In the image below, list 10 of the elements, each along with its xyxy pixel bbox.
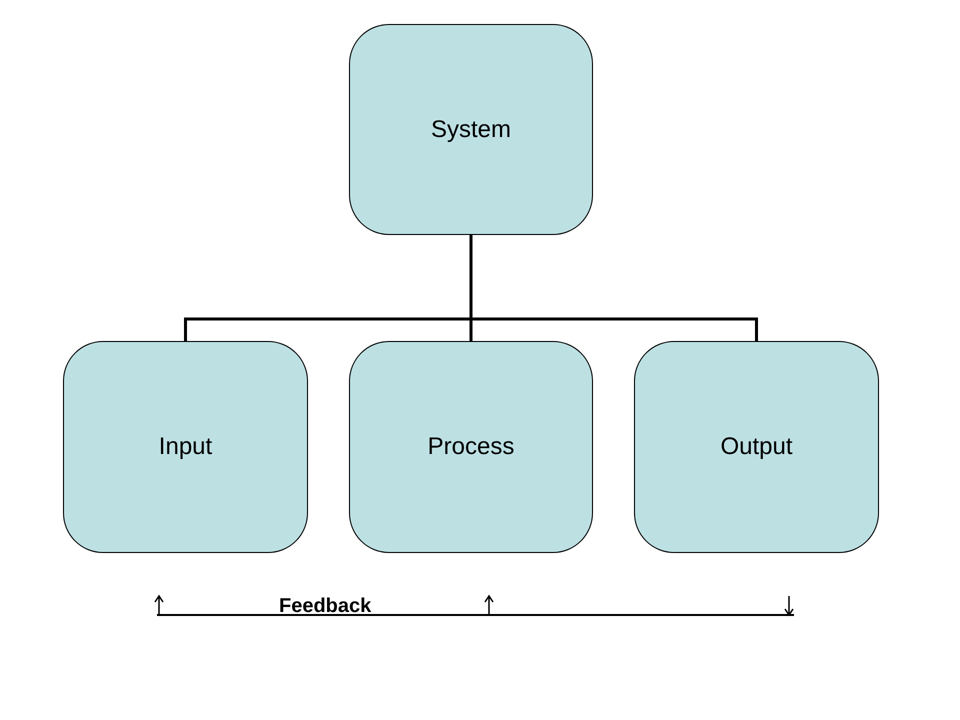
- feedback-label: Feedback: [279, 594, 372, 619]
- connector-line: [470, 235, 758, 341]
- rounded-box: [63, 341, 308, 553]
- rounded-box: [634, 341, 879, 553]
- box-label: Process: [428, 432, 514, 462]
- box-label: Output: [720, 432, 793, 462]
- box-label: Input: [158, 432, 212, 462]
- rounded-box: [349, 24, 593, 235]
- rounded-box: [349, 341, 593, 553]
- box-label: System: [430, 114, 511, 144]
